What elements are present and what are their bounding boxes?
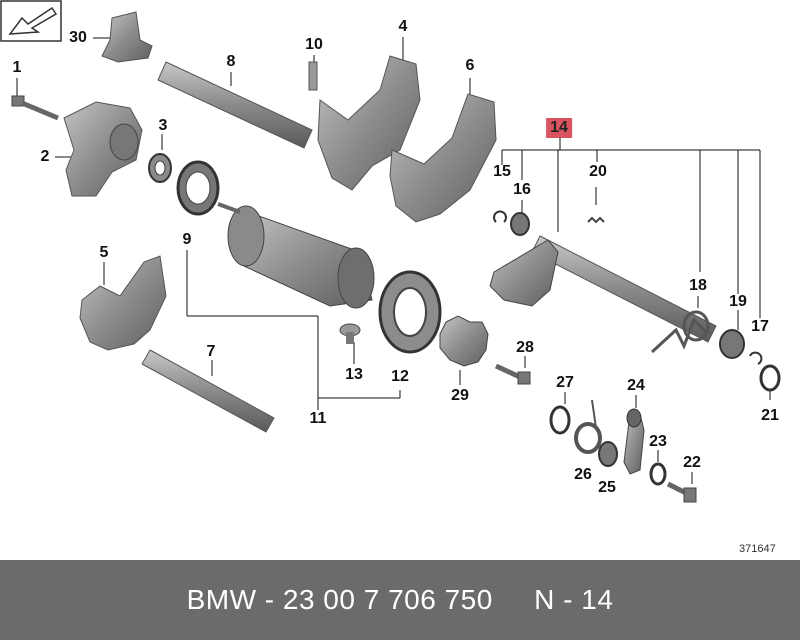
part-11-shift-drum [217,202,375,309]
callout-20: 20 [589,163,607,180]
part-6-fork [389,93,497,223]
direction-arrow-icon [0,0,62,42]
callout-22: 22 [683,454,701,471]
leader-lines [16,37,771,484]
part-29-star-wheel [439,315,489,367]
part-7-rod [141,349,275,433]
part-30-bracket [101,11,153,63]
callout-11: 11 [309,410,327,427]
callout-29: 29 [451,387,469,404]
callout-4: 4 [398,18,408,35]
part-14-shift-shaft [489,235,717,343]
callout-21: 21 [761,407,779,424]
callout-2: 2 [40,148,50,165]
callout-30: 30 [69,29,87,46]
part-27-washer [549,405,571,435]
callout-15: 15 [493,163,511,180]
callout-10: 10 [305,36,323,53]
part-16-ring [510,212,530,236]
diagram-drawing [11,11,781,503]
part-1-bolt [11,95,59,121]
part-10-pin [308,61,318,91]
part-18-torsion-spring [650,317,708,354]
callout-24: 24 [627,377,645,394]
callout-18: 18 [689,277,707,294]
callout-8: 8 [226,53,236,70]
part-13-screw [339,323,361,344]
callout-1: 1 [12,59,22,76]
part-19-bushing [719,329,745,359]
part-5-fork [79,255,167,351]
part-15-circlip [493,210,507,223]
part-number-caption: BMW - 23 00 7 706 750 N - 14 [186,584,614,615]
callout-5: 5 [99,244,109,261]
callout-25: 25 [598,479,616,496]
part-21-washer [759,364,781,392]
parts-diagram: 1 2 3 4 5 6 7 8 9 10 11 12 13 14 15 16 1… [0,0,781,555]
callout-19: 19 [729,293,747,310]
callout-12: 12 [391,368,409,385]
callout-28: 28 [516,339,534,356]
part-22-bolt [666,481,697,503]
part-4-fork [317,55,421,191]
callout-17: 17 [751,318,769,335]
part-17-clip [749,351,763,365]
callout-13: 13 [345,366,363,383]
part-25-bushing [598,441,618,467]
callout-26: 26 [574,466,592,483]
callout-6: 6 [465,57,475,74]
callout-9: 9 [182,231,192,248]
part-2-bore [109,123,139,161]
part-28-bolt [494,363,531,385]
part-20-spring [587,216,605,224]
callout-23: 23 [649,433,667,450]
callout-27: 27 [556,374,574,391]
diagram-reference-number: 371647 [739,543,776,555]
part-26-spring [574,422,602,454]
footer-bar: BMW - 23 00 7 706 750 N - 14 [0,560,800,640]
callout-14: 14 [546,118,572,138]
callout-3: 3 [158,117,168,134]
part-8-rod [157,61,313,149]
callout-7: 7 [206,343,216,360]
callout-16: 16 [513,181,531,198]
part-23-washer [649,462,667,486]
